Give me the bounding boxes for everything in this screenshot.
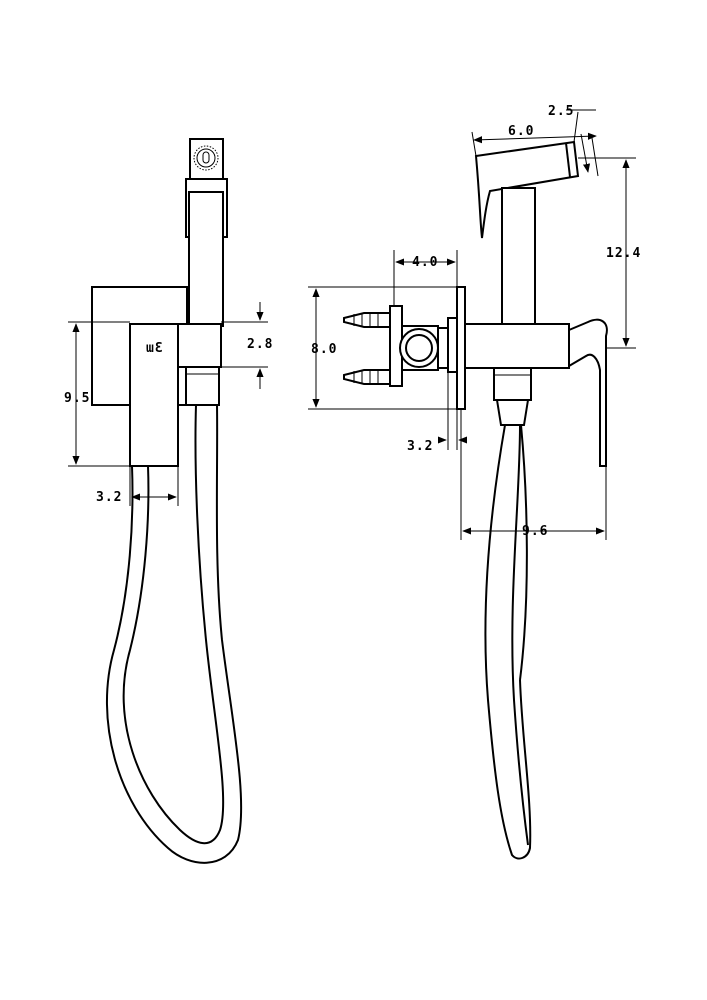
dim-projection: 9.6 [522,524,548,539]
front-view: ɯƐ 9.5 2.8 3.2 [64,138,273,864]
valve-lever-side [568,318,608,467]
dim-overall-height: 12.4 [606,246,641,261]
hose-nut-side [493,367,532,401]
wall-anchor-bottom-icon [343,369,391,385]
handle-marking: ɯƐ [146,341,164,356]
valve-body-front [177,323,222,368]
dim-connector-height: 2.8 [247,337,273,352]
spray-nozzle-icon [193,145,219,171]
dim-sprayer-tip: 2.5 [548,104,574,119]
dim-offset: 3.2 [407,439,433,454]
valve-body-side [464,323,570,369]
wall-anchor-top-icon [343,312,391,328]
dim-plate-height: 8.0 [311,342,337,357]
dim-handle-width: 3.2 [96,490,122,505]
side-view: 2.5 6.0 12.4 4.0 8.0 3.2 9.6 [308,104,641,860]
hose-front [122,404,225,845]
sprayer-stem-side [501,187,536,325]
dim-wall-depth: 4.0 [412,255,438,270]
sprayer-stem [188,191,224,327]
sprayer-head-side [474,140,580,239]
hose-side [484,424,532,860]
dim-body-height: 9.5 [64,391,90,406]
dim-sprayer-length: 6.0 [508,124,534,139]
hose-nut-front [185,366,220,406]
wall-plate-side [456,286,466,410]
valve-handle-front [129,323,179,467]
